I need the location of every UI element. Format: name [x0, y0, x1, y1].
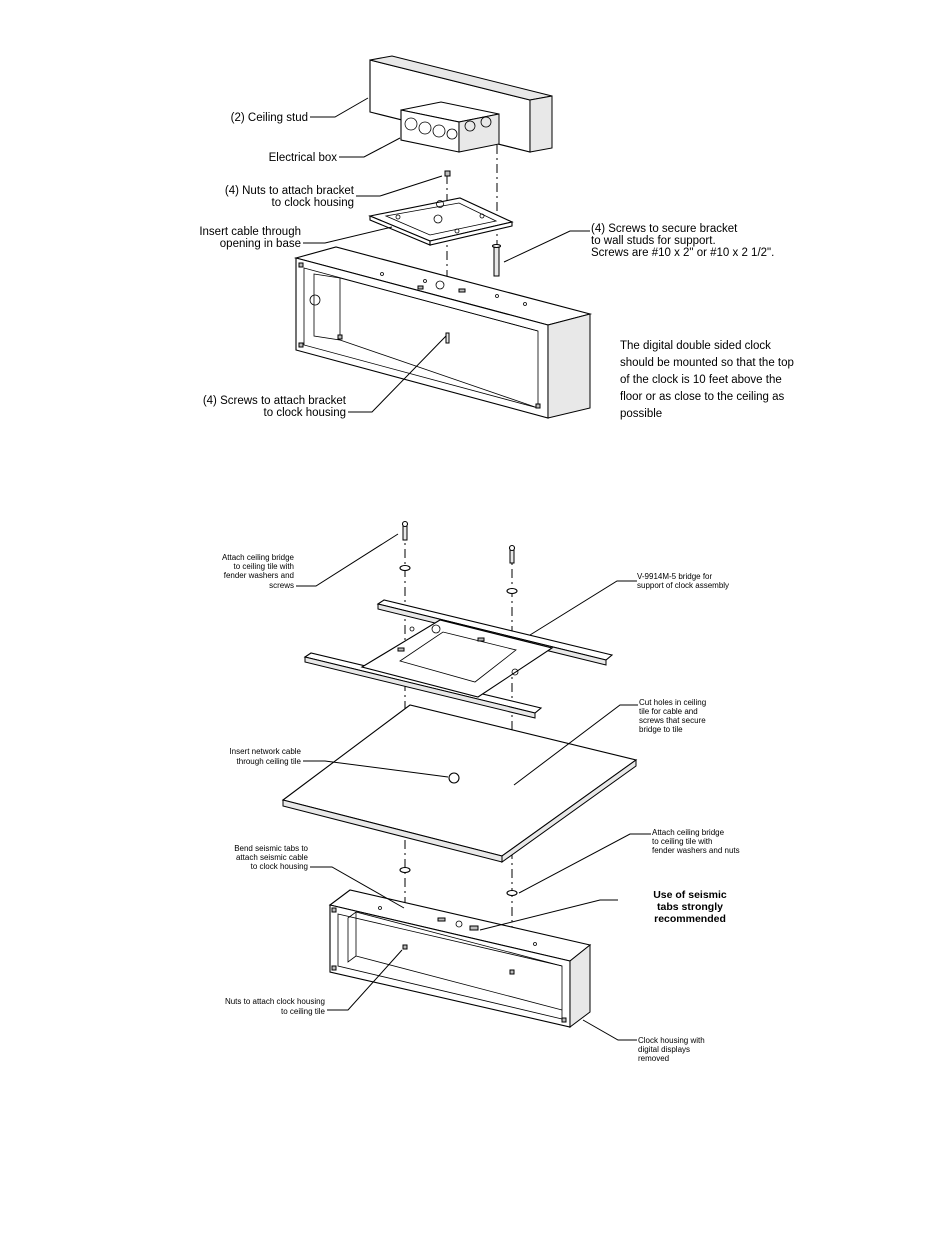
mount-note-line-2: should be mounted so that the top [620, 357, 794, 369]
label-ceiling-stud: (2) Ceiling stud [231, 112, 308, 124]
label-attach-bridge-screws-4: screws [269, 581, 294, 590]
label-insert-network-1: Insert network cable [229, 747, 301, 756]
washer-icon [399, 866, 411, 874]
label-cut-holes-1: Cut holes in ceiling [639, 698, 706, 707]
nut-icon [444, 170, 451, 177]
label-housing-1: Clock housing with [638, 1036, 705, 1045]
mount-note-line-4: floor or as close to the ceiling as [620, 391, 785, 403]
label-cut-holes-2: tile for cable and [639, 707, 698, 716]
top-labels: (2) Ceiling stud Electrical box (4) Nuts… [199, 112, 794, 420]
label-screws-attach-1: (4) Screws to attach bracket [203, 395, 347, 407]
label-nuts-housing-1: Nuts to attach clock housing [225, 997, 325, 1006]
label-screws-secure-3: Screws are #10 x 2" or #10 x 2 1/2". [591, 247, 774, 259]
ceiling-bridge [303, 599, 614, 719]
label-screws-attach-2: to clock housing [264, 407, 346, 419]
bottom-labels: Attach ceiling bridge to ceiling tile wi… [222, 553, 740, 1063]
bridge-screw-icon [508, 544, 516, 564]
mount-note-line-1: The digital double sided clock [620, 340, 771, 352]
label-cut-holes-4: bridge to tile [639, 725, 683, 734]
label-insert-cable-2: opening in base [220, 238, 301, 250]
label-attach-bridge-nuts-1: Attach ceiling bridge [652, 828, 725, 837]
label-bend-tabs-3: to clock housing [251, 862, 308, 871]
seismic-note-line-1: Use of seismic [653, 889, 727, 901]
label-cut-holes-3: screws that secure [639, 716, 706, 725]
label-insert-network-2: through ceiling tile [237, 757, 302, 766]
seismic-note-line-2: tabs strongly [657, 901, 723, 913]
mount-note-line-5: possible [620, 408, 662, 420]
label-bridge-2: support of clock assembly [637, 581, 729, 590]
clock-housing-top [293, 246, 593, 419]
label-bridge-1: V-9914M-5 bridge for [637, 572, 712, 581]
label-nuts-attach-1: (4) Nuts to attach bracket [225, 185, 355, 197]
label-attach-bridge-nuts-2: to ceiling tile with [652, 837, 712, 846]
seismic-note-line-3: recommended [654, 913, 726, 925]
label-bend-tabs-1: Bend seismic tabs to [234, 844, 308, 853]
label-attach-bridge-screws-1: Attach ceiling bridge [222, 553, 295, 562]
top-leaders [303, 97, 590, 413]
electrical-box [400, 101, 500, 153]
clock-housing-bottom [328, 889, 592, 1028]
label-housing-2: digital displays [638, 1045, 690, 1054]
label-attach-bridge-nuts-3: fender washers and nuts [652, 846, 740, 855]
label-insert-cable-1: Insert cable through [199, 226, 301, 238]
label-housing-3: removed [638, 1054, 669, 1063]
label-attach-bridge-screws-3: fender washers and [224, 571, 294, 580]
wall-screw-icon [491, 243, 502, 277]
washer-icon [506, 889, 518, 897]
label-screws-secure-1: (4) Screws to secure bracket [591, 223, 738, 235]
top-assembly [293, 55, 593, 419]
label-screws-secure-2: to wall studs for support. [591, 235, 716, 247]
label-electrical-box: Electrical box [269, 152, 338, 164]
bottom-assembly [281, 520, 651, 1041]
mounting-bracket [368, 197, 514, 246]
bridge-screw-icon [401, 520, 409, 541]
label-nuts-housing-2: to ceiling tile [281, 1007, 326, 1016]
washer-icon [399, 564, 411, 572]
mount-note-line-3: of the clock is 10 feet above the [620, 374, 782, 386]
bottom-leaders [296, 533, 651, 1041]
label-attach-bridge-screws-2: to ceiling tile with [234, 562, 294, 571]
washer-icon [506, 587, 518, 595]
label-nuts-attach-2: to clock housing [272, 197, 354, 209]
ceiling-tile [281, 704, 638, 863]
label-bend-tabs-2: attach seismic cable [236, 853, 309, 862]
